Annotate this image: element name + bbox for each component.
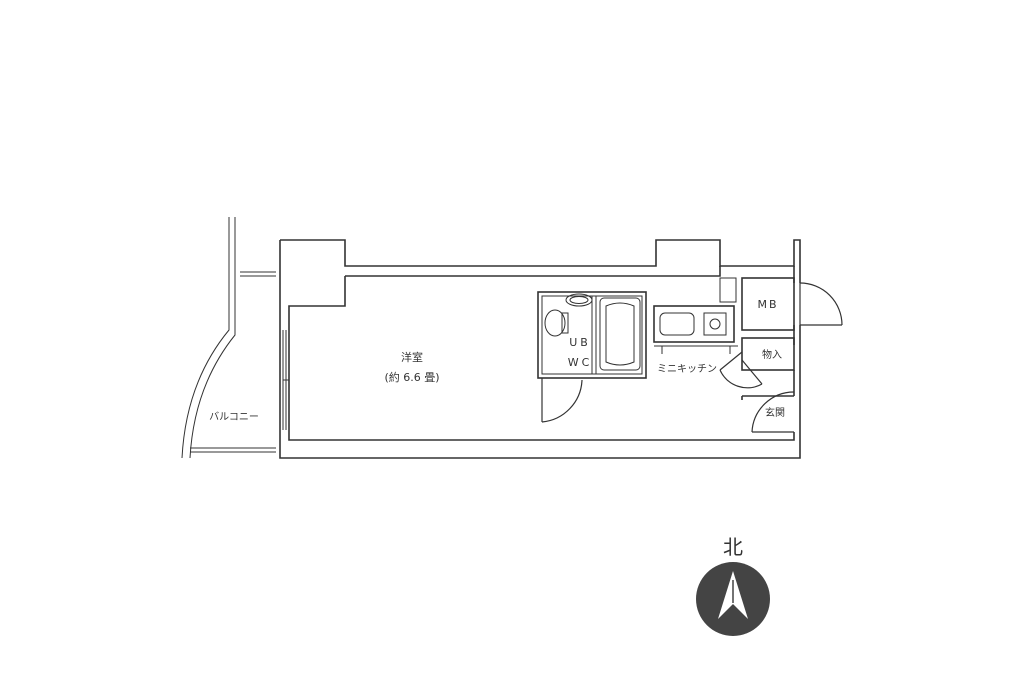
western-room-label: 洋室 [401, 350, 423, 364]
north-compass: 北 [696, 535, 770, 636]
balcony-label: バルコニー [209, 411, 259, 423]
unit-bath-label: UB [569, 336, 591, 349]
storage-closet [719, 337, 795, 389]
meter-box [741, 277, 795, 331]
storage-label: 物入 [762, 348, 782, 361]
meter-box-label: MB [757, 298, 778, 311]
front-door [799, 282, 843, 326]
north-label: 北 [723, 535, 743, 559]
window-left [282, 330, 289, 430]
western-room-size-label: (約 6.6 畳) [384, 370, 439, 384]
entrance-label: 玄関 [765, 406, 785, 419]
ub-door [541, 378, 583, 423]
outer-walls [279, 239, 801, 459]
mini-kitchen-label: ミニキッチン [657, 363, 717, 375]
balcony-railing [181, 217, 276, 459]
toilet-label: WC [568, 356, 593, 369]
mini-kitchen [653, 277, 738, 354]
entrance-area [741, 391, 795, 433]
unit-bath-block [537, 291, 647, 379]
